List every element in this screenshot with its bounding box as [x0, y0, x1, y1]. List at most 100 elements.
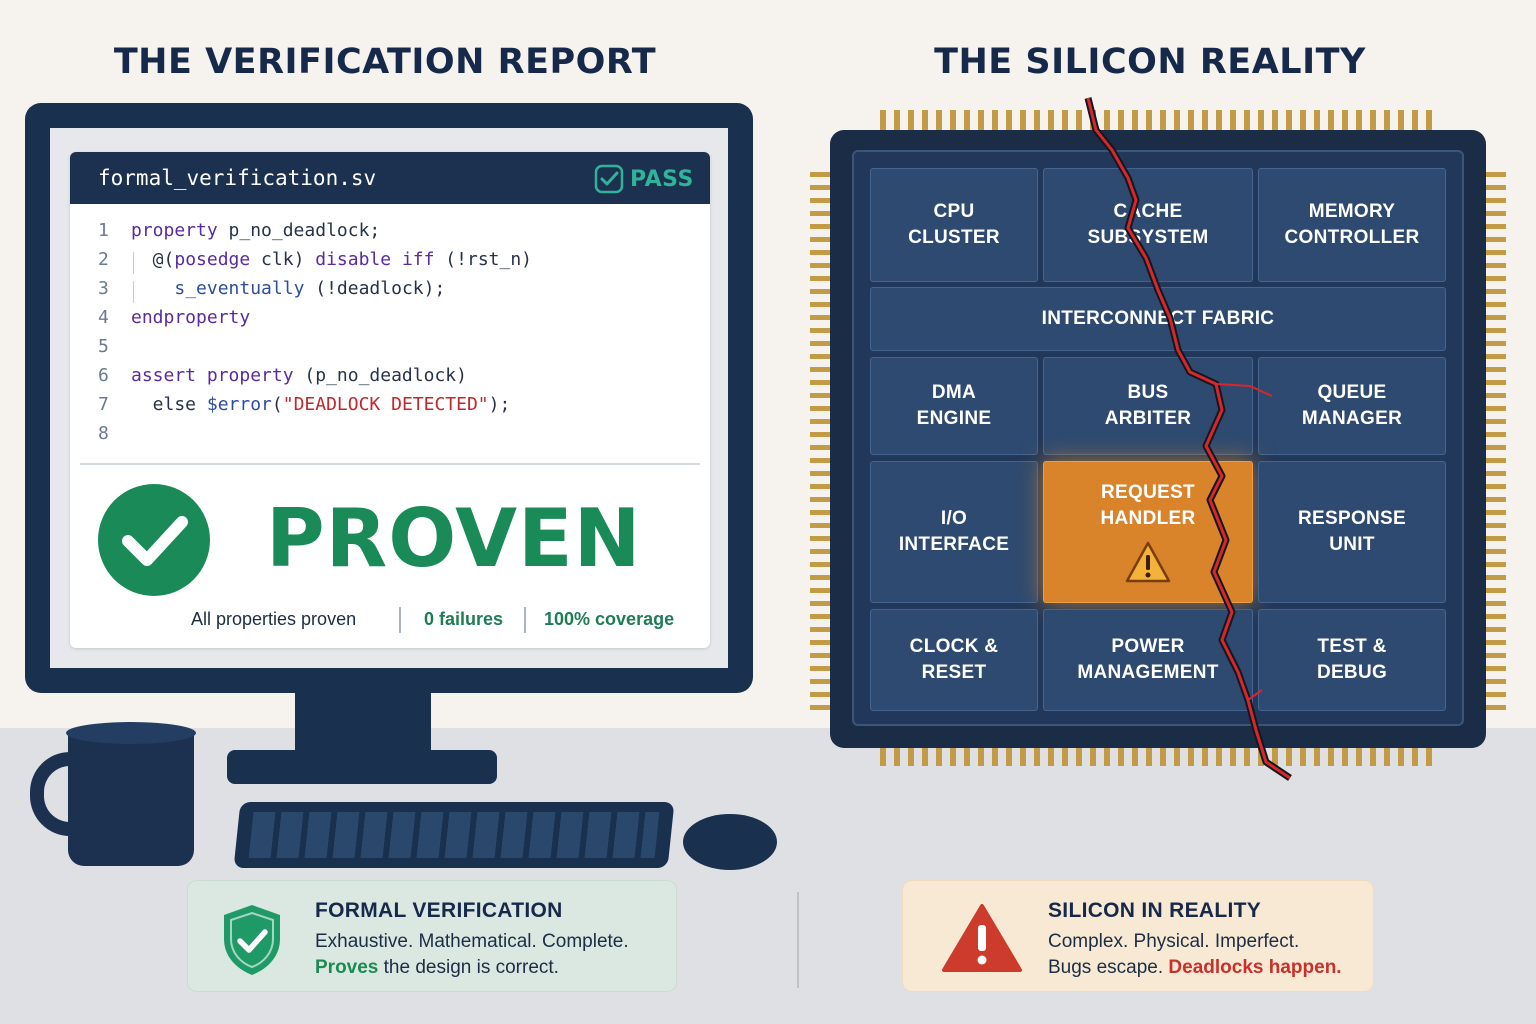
caption-formal-verification: FORMAL VERIFICATION Exhaustive. Mathemat… — [187, 880, 677, 992]
stat-properties: All properties proven — [191, 609, 357, 629]
code-line: 8 — [70, 423, 710, 452]
pass-status: PASS — [594, 164, 694, 194]
block-label: HANDLER — [1100, 508, 1196, 529]
code-token: "DEADLOCK DETECTED" — [282, 394, 489, 415]
heading-silicon-reality: THE SILICON REALITY — [934, 42, 1366, 82]
block-label: I/O — [940, 508, 968, 529]
caption-highlight: Deadlocks happen. — [1168, 957, 1342, 978]
caption-line: Complex. Physical. Imperfect. — [1048, 931, 1300, 952]
mug-rim — [66, 722, 196, 744]
code-token: (!rst_n) — [434, 249, 533, 270]
caption-line: Exhaustive. Mathematical. Complete. — [315, 931, 629, 952]
line-number: 7 — [98, 394, 109, 415]
code-token: (p_no_deadlock) — [293, 365, 467, 386]
chip-block-interconnect-fabric: INTERCONNECT FABRIC — [870, 287, 1446, 351]
code-text: endproperty — [131, 307, 250, 328]
warning-icon — [942, 904, 1022, 972]
chip-block-queue-manager: QUEUE MANAGER — [1258, 357, 1446, 455]
monitor-stand-neck — [295, 692, 431, 754]
code-text: assert property (p_no_deadlock) — [131, 365, 467, 386]
indent-guide — [133, 252, 134, 274]
chip-block-cache-subsystem: CACHE SUBSYSTEM — [1043, 168, 1253, 282]
code-token: p_no_deadlock; — [217, 220, 381, 241]
chip-block-io-interface: I/O INTERFACE — [870, 461, 1038, 603]
stat-separator — [524, 607, 526, 633]
window-title-bar: formal_verification.sv PASS — [70, 152, 710, 204]
warning-icon — [1125, 541, 1171, 583]
code-token: @( — [131, 249, 175, 270]
caption-silicon-reality: SILICON IN REALITY Complex. Physical. Im… — [902, 880, 1374, 992]
block-label: BUS — [1127, 382, 1169, 403]
code-token: s_eventually — [174, 278, 305, 299]
computer-mouse — [683, 814, 777, 870]
heading-verification-report: THE VERIFICATION REPORT — [113, 42, 657, 82]
block-label: MEMORY — [1308, 201, 1396, 222]
chip-pins-top — [880, 110, 1440, 132]
code-token: $error — [206, 394, 272, 415]
block-label: MANAGER — [1301, 408, 1403, 429]
code-text: else $error("DEADLOCK DETECTED"); — [131, 394, 511, 415]
block-label: QUEUE — [1317, 382, 1387, 403]
result-divider — [80, 463, 700, 465]
line-number: 3 — [98, 278, 109, 299]
chip-block-test-debug: TEST &DEBUG — [1258, 609, 1446, 711]
block-label: CLOCK & — [909, 636, 999, 657]
block-label: CACHE — [1113, 201, 1183, 222]
center-divider — [797, 892, 799, 988]
line-number: 4 — [98, 307, 109, 328]
chip-pins-left — [810, 170, 832, 710]
chip-block-dma-engine: DMA ENGINE — [870, 357, 1038, 455]
block-label: DMA — [931, 382, 977, 403]
keyboard-keys — [248, 812, 660, 858]
code-token: ( — [271, 394, 283, 415]
line-number: 2 — [98, 249, 109, 270]
result-stats: All properties proven 0 failures 100% co… — [70, 607, 710, 635]
block-label: ARBITER — [1104, 408, 1192, 429]
line-number: 5 — [98, 336, 109, 357]
chip-block-bus-arbiter: BUS ARBITER — [1043, 357, 1253, 455]
coffee-mug — [68, 730, 194, 866]
chip-block-request-handler: REQUEST HANDLER — [1043, 461, 1253, 603]
code-token: clk) — [250, 249, 316, 270]
caption-highlight: Proves — [315, 957, 379, 978]
block-label: UNIT — [1329, 534, 1375, 555]
block-label: SUBSYSTEM — [1087, 227, 1209, 248]
code-line: 5 — [70, 336, 710, 365]
caption-title: FORMAL VERIFICATION — [315, 899, 563, 922]
block-label: INTERFACE — [898, 534, 1010, 555]
block-label: DEBUG — [1316, 662, 1388, 683]
chip-pins-right — [1484, 170, 1506, 710]
stat-coverage: 100% coverage — [544, 609, 675, 629]
block-label: CLUSTER — [908, 227, 1000, 248]
code-token: else — [131, 394, 207, 415]
block-label: CPU — [933, 201, 975, 222]
block-label: REQUEST — [1101, 482, 1195, 503]
shield-check-icon — [224, 905, 280, 975]
code-token: posedge — [174, 249, 251, 270]
line-number: 8 — [98, 423, 109, 444]
stat-failures: 0 failures — [424, 609, 504, 629]
code-token — [131, 278, 174, 299]
monitor-stand-base — [227, 750, 497, 784]
block-label: CONTROLLER — [1284, 227, 1420, 248]
code-line: 4 endproperty — [70, 307, 710, 336]
code-token: property — [131, 220, 218, 241]
caption-line: Bugs escape. Deadlocks happen. — [1048, 957, 1342, 979]
block-label: ENGINE — [916, 408, 992, 429]
code-token: disable iff — [315, 249, 435, 270]
caption-text: Bugs escape. — [1048, 957, 1169, 978]
keyboard — [233, 802, 675, 868]
checkbox-check-icon — [594, 164, 624, 194]
code-line: 2 @(posedge clk) disable iff (!rst_n) — [70, 249, 710, 278]
code-token: assert property — [131, 365, 294, 386]
pass-label: PASS — [630, 166, 694, 192]
indent-guide — [133, 281, 134, 303]
code-line: 3 s_eventually (!deadlock); — [70, 278, 710, 307]
proven-check-icon — [98, 484, 210, 596]
code-token: endproperty — [131, 307, 251, 328]
caption-line: Proves the design is correct. — [315, 957, 559, 979]
